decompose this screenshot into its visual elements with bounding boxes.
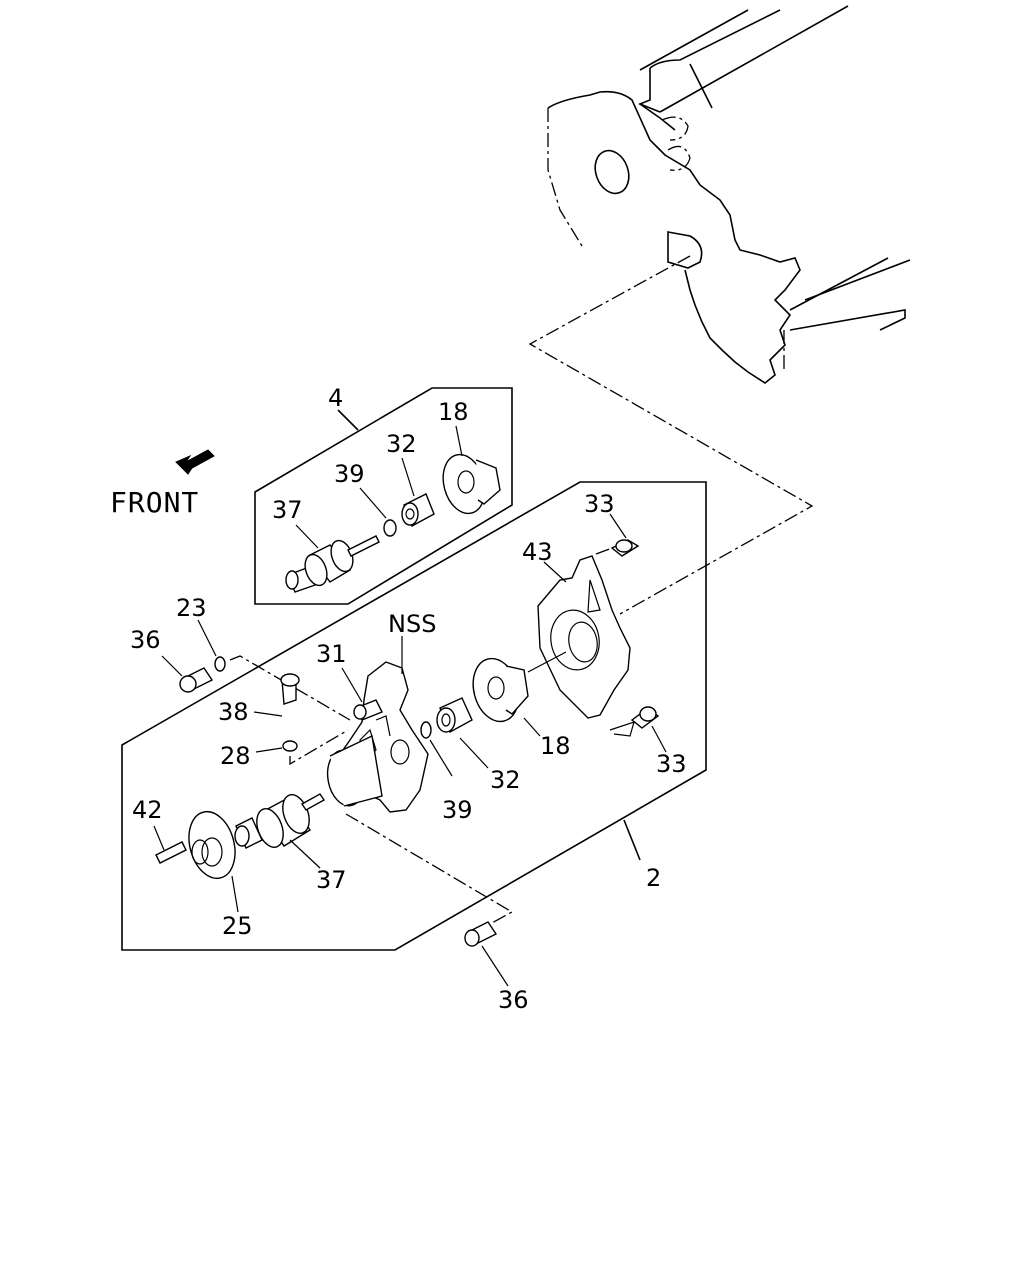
callout-38: 38 xyxy=(218,698,249,726)
cover-part xyxy=(537,555,631,719)
kit-impeller-part xyxy=(442,453,501,515)
washer-39-part xyxy=(420,721,432,739)
pump-body-part xyxy=(326,661,429,813)
callout-kit-37: 37 xyxy=(272,496,303,524)
callout-43: 43 xyxy=(522,538,553,566)
callout-33-upper: 33 xyxy=(584,490,615,518)
assembly-outline xyxy=(121,481,707,951)
assembly-leader xyxy=(623,819,641,861)
callout-nss: NSS xyxy=(388,610,436,638)
kit-seal-part xyxy=(401,493,435,527)
kit-leader xyxy=(337,409,359,431)
bolt-36-left-part xyxy=(179,667,214,693)
shaft-part xyxy=(234,793,326,849)
callout-2: 2 xyxy=(646,864,661,892)
callout-39: 39 xyxy=(442,796,473,824)
washer-23-part xyxy=(214,656,226,672)
bolt-38-part xyxy=(280,673,300,705)
callout-36-bottom: 36 xyxy=(498,986,529,1014)
stud-31-part xyxy=(353,699,383,721)
impeller-part xyxy=(472,657,529,723)
bolt-33-lower-part xyxy=(630,706,660,729)
seal-part xyxy=(436,697,473,733)
engine-block xyxy=(547,5,911,384)
callout-37: 37 xyxy=(316,866,347,894)
callout-kit-39: 39 xyxy=(334,460,365,488)
callout-25: 25 xyxy=(222,912,253,940)
front-arrow-icon xyxy=(175,449,215,475)
engine-mount-leader xyxy=(528,255,814,615)
callout-31: 31 xyxy=(316,640,347,668)
bolt-33-upper-part xyxy=(610,539,640,557)
callout-36-left: 36 xyxy=(130,626,161,654)
callout-33-lower: 33 xyxy=(656,750,687,778)
callout-23: 23 xyxy=(176,594,207,622)
kit-shaft-part xyxy=(285,535,380,593)
callout-kit-4: 4 xyxy=(328,384,343,412)
callout-18: 18 xyxy=(540,732,571,760)
callout-28: 28 xyxy=(220,742,251,770)
kit-outline xyxy=(254,387,513,605)
pulley-hub-part xyxy=(188,810,236,880)
kit-washer-part xyxy=(383,519,397,537)
callout-32: 32 xyxy=(490,766,521,794)
callout-42: 42 xyxy=(132,796,163,824)
washer-28-part xyxy=(282,740,298,752)
callout-kit-32: 32 xyxy=(386,430,417,458)
stud-42-part xyxy=(155,841,187,864)
front-label: FRONT xyxy=(110,486,199,519)
bolt-36-bottom-part xyxy=(464,921,498,947)
callout-kit-18: 18 xyxy=(438,398,469,426)
